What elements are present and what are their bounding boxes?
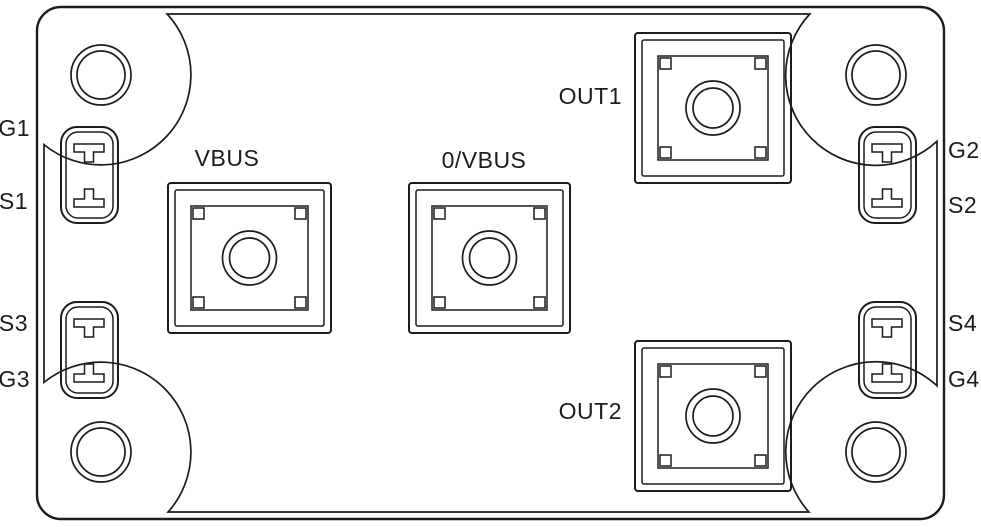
power-terminal-out2 (634, 340, 792, 492)
label-s4: S4 (948, 310, 977, 336)
label-s1: S1 (0, 188, 28, 214)
pin-contact-s2 (871, 188, 903, 208)
terminal-pad-outer (634, 32, 792, 184)
clamp-tab (659, 454, 672, 467)
connector-inner-shell (65, 131, 114, 219)
pin-contact-s4 (871, 318, 903, 338)
connector-outer-shell (60, 126, 119, 224)
screw-hole-outer (461, 230, 518, 286)
clamp-tab (659, 57, 672, 70)
connector-outer-shell (858, 301, 917, 399)
clamp-tab (659, 146, 672, 159)
screw-hole-inner (692, 87, 734, 129)
terminal-pad-mid (641, 347, 785, 485)
signal-connector-right-bottom (858, 301, 917, 399)
connector-outer-shell (858, 126, 917, 224)
module-inner-contour (43, 13, 938, 513)
pin-contact-g2 (871, 143, 903, 163)
label-g2: G2 (948, 137, 980, 163)
corner-hole-top-right (845, 44, 907, 106)
clamp-tab (294, 207, 307, 220)
module-body (35, 5, 946, 521)
pin-contact-s1 (73, 188, 105, 208)
module-outer-edge (35, 5, 946, 521)
labels: G1 S1 S3 G3 G2 S2 S4 G4 VBUS 0/VBUS OUT1… (0, 83, 980, 424)
screw-hole-inner (468, 237, 511, 279)
clamp-tab (754, 454, 767, 467)
screw-hole-outer (221, 230, 278, 286)
mounting-hole-inner-circle (76, 50, 126, 100)
label-s2: S2 (948, 192, 977, 218)
connector-inner-shell (65, 306, 114, 394)
terminal-pad-outer (634, 340, 792, 492)
label-g3: G3 (0, 366, 30, 392)
mounting-hole-inner-circle (76, 427, 126, 477)
screw-hole-inner (228, 237, 271, 279)
label-out2: OUT2 (559, 398, 622, 424)
terminal-pad-outer (408, 182, 571, 334)
terminal-pad-inner (190, 205, 309, 311)
clamp-tab (754, 365, 767, 378)
terminal-pad-mid (174, 189, 325, 327)
label-s3: S3 (0, 310, 28, 336)
connector-inner-shell (863, 131, 912, 219)
mounting-hole-outer-circle (845, 44, 907, 106)
clamp-tab (533, 296, 546, 309)
corner-hole-bottom-left (70, 421, 132, 483)
power-terminal-out1 (634, 32, 792, 184)
terminal-pad-mid (415, 189, 564, 327)
screw-hole-inner (692, 395, 734, 437)
signal-connector-left-bottom (60, 301, 119, 399)
terminal-pad-inner (657, 363, 769, 469)
terminal-pad-inner (431, 205, 548, 311)
clamp-tab (754, 146, 767, 159)
mounting-hole-inner-circle (851, 427, 901, 477)
clamp-tab (294, 296, 307, 309)
pin-contact-g3 (73, 363, 105, 383)
clamp-tab (192, 296, 205, 309)
label-zero-vbus: 0/VBUS (442, 147, 527, 173)
clamp-tab (433, 296, 446, 309)
mounting-hole-inner-circle (851, 50, 901, 100)
corner-hole-top-left (70, 44, 132, 106)
clamp-tab (533, 207, 546, 220)
connector-outer-shell (60, 301, 119, 399)
label-g1: G1 (0, 115, 30, 141)
label-g4: G4 (948, 366, 980, 392)
corner-hole-bottom-right (845, 421, 907, 483)
mounting-hole-outer-circle (70, 421, 132, 483)
clamp-tab (192, 207, 205, 220)
label-vbus: VBUS (195, 145, 260, 171)
terminal-pad-mid (641, 39, 785, 177)
pin-contact-g1 (73, 143, 105, 163)
mounting-hole-outer-circle (70, 44, 132, 106)
screw-hole-outer (685, 80, 741, 136)
clamp-tab (433, 207, 446, 220)
terminal-pad-outer (167, 182, 332, 334)
power-terminal-zero-vbus (408, 182, 571, 334)
pin-contact-g4 (871, 363, 903, 383)
pin-contact-s3 (73, 318, 105, 338)
signal-connector-right-top (858, 126, 917, 224)
screw-hole-outer (685, 388, 741, 444)
terminal-pad-inner (657, 55, 769, 161)
label-out1: OUT1 (559, 83, 622, 109)
connector-inner-shell (863, 306, 912, 394)
signal-connector-left-top (60, 126, 119, 224)
clamp-tab (659, 365, 672, 378)
power-terminal-vbus (167, 182, 332, 334)
mounting-hole-outer-circle (845, 421, 907, 483)
clamp-tab (754, 57, 767, 70)
